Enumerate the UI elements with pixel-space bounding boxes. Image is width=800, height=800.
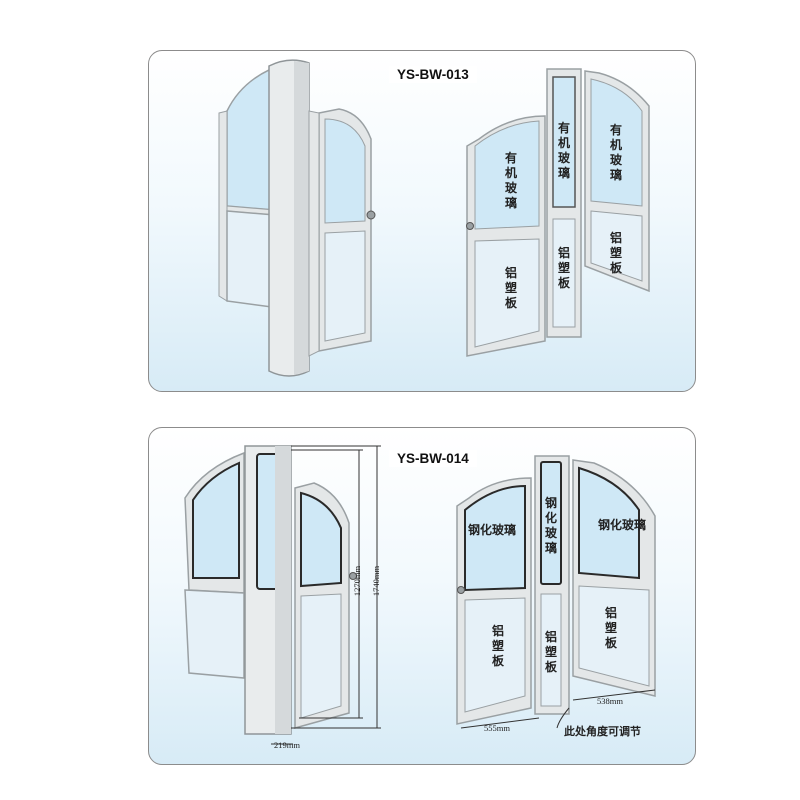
label-right-board: 铝塑板 [604,606,617,650]
dimension-width-right-door: 538mm [597,696,623,706]
label-right-glass: 有机玻璃 [609,123,622,182]
model-panel-ys-bw-014: YS-BW-014 钢化玻璃 钢化玻璃 钢化玻璃 铝塑板 铝塑板 铝塑板 127… [148,427,696,765]
dimension-lines-right [460,689,656,729]
label-middle-glass: 有机玻璃 [557,121,570,180]
model-label: YS-BW-013 [389,66,477,83]
label-right-board: 铝塑板 [609,231,622,275]
angle-adjust-note: 此处角度可调节 [564,725,641,738]
label-left-glass: 有机玻璃 [504,151,517,210]
gate-013-left [218,59,376,377]
gate-014-right [456,455,656,725]
model-panel-ys-bw-013: YS-BW-013 有机玻璃 有机玻璃 有机玻璃 铝塑板 铝塑板 铝塑板 [148,50,696,392]
dimension-lines-left [271,445,381,745]
dimension-height-1: 1270mm [352,565,363,597]
dimension-height-2: 1740mm [371,565,382,597]
label-right-glass: 钢化玻璃 [597,518,646,532]
gate-illustration-013 [218,59,650,377]
label-middle-glass: 钢化玻璃 [544,496,557,555]
label-left-board: 铝塑板 [491,624,504,668]
label-left-glass: 钢化玻璃 [467,523,516,537]
label-left-board: 铝塑板 [504,266,517,310]
dimension-width-left-door: 555mm [484,723,510,733]
model-label: YS-BW-014 [389,450,477,467]
gate-013-right [466,68,650,357]
label-middle-board: 铝塑板 [557,246,570,290]
label-middle-board: 铝塑板 [544,630,557,674]
dimension-width-column: 219mm [274,740,300,750]
gate-illustration-014 [184,445,656,745]
gate-014-left [184,445,357,735]
